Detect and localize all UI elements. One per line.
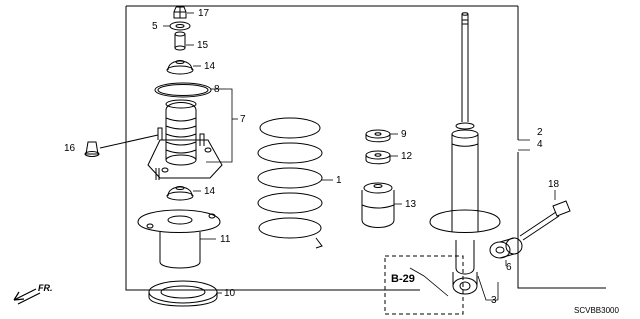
- shock-absorber-part-2: [429, 12, 501, 295]
- fr-arrow-icon: [13, 288, 41, 305]
- callout-1: 1: [336, 175, 342, 186]
- rubber-seat-part-10: [148, 280, 218, 307]
- washer-part-5: [169, 21, 191, 31]
- bushing-part-6: [489, 237, 523, 259]
- callout-16: 16: [64, 143, 76, 154]
- washer-part-9: [365, 129, 391, 143]
- callout-3: 3: [491, 295, 497, 306]
- coil-spring-part-1: [257, 117, 323, 249]
- bolt-part-18: [519, 200, 571, 241]
- callout-5: 5: [152, 21, 158, 32]
- callout-6: 6: [506, 262, 512, 273]
- callout-13: 13: [405, 199, 417, 210]
- diagram-code: SCVBB3000: [574, 306, 619, 315]
- bump-stop-part-13: [361, 182, 395, 228]
- ring-part-8: [154, 82, 212, 98]
- callout-14-lower: 14: [204, 186, 216, 197]
- callout-9: 9: [401, 129, 407, 140]
- callout-7: 7: [240, 114, 246, 125]
- reference-dashed-box: [384, 255, 464, 315]
- nut-part-17: [173, 6, 187, 19]
- spring-seat-part-11: [137, 209, 221, 269]
- leader-lines: [163, 12, 556, 301]
- callout-15: 15: [197, 40, 209, 51]
- callout-18: 18: [548, 179, 560, 190]
- reference-label[interactable]: B-29: [391, 273, 415, 285]
- bushing-part-14-upper: [166, 60, 194, 75]
- collar-part-15: [174, 31, 186, 51]
- bushing-part-14-lower: [166, 186, 194, 201]
- nut-part-16: [84, 134, 159, 157]
- callout-12: 12: [401, 151, 413, 162]
- direction-label: FR.: [38, 283, 53, 293]
- callout-17: 17: [198, 8, 210, 19]
- callout-14-upper: 14: [204, 61, 216, 72]
- callout-10: 10: [224, 288, 236, 299]
- frame-outline: [125, 5, 606, 291]
- callout-11: 11: [220, 234, 231, 245]
- callout-4: 4: [537, 139, 543, 150]
- mount-assembly-part-7: [147, 99, 223, 180]
- callout-8: 8: [214, 84, 220, 95]
- washer-part-12: [365, 150, 391, 165]
- callout-2: 2: [537, 127, 543, 138]
